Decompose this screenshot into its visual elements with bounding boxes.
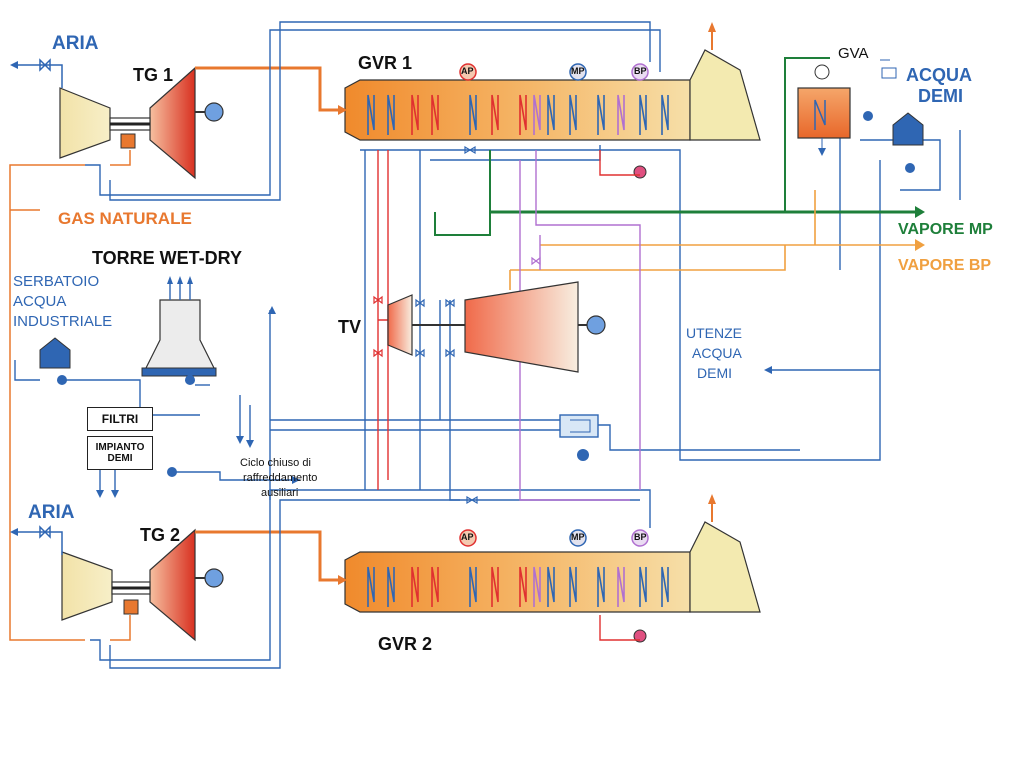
utenze-label-line3: DEMI <box>697 365 732 381</box>
impianto-label-line1: IMPIANTO <box>95 442 145 453</box>
utenze-label-line1: UTENZE <box>686 325 742 341</box>
ciclo-label-line1: Ciclo chiuso di <box>240 457 311 469</box>
drums-gvr2 <box>459 529 649 643</box>
torre-wet-dry-label: TORRE WET-DRY <box>92 248 243 268</box>
hrsg-gvr2 <box>344 494 761 613</box>
cooling-tower <box>141 276 217 377</box>
filtri-box: FILTRI <box>87 407 153 431</box>
serbatoio-label-line2: ACQUA <box>13 293 67 310</box>
gas-naturale-label: GAS NATURALE <box>58 209 192 228</box>
acqua-demi-label-line2: DEMI <box>918 86 963 106</box>
vapore-mp-label: VAPORE MP <box>898 221 993 238</box>
hrsg-gvr1 <box>344 22 761 141</box>
tg2-label: TG 2 <box>140 525 181 545</box>
gva-label: GVA <box>838 45 869 62</box>
steam-turbine-tv <box>387 281 606 373</box>
water-network <box>14 21 961 669</box>
aria-bottom-label: ARIA <box>28 502 75 523</box>
impianto-demi-box: IMPIANTO DEMI <box>87 436 153 470</box>
serbatoio-label-line3: INDUSTRIALE <box>13 313 113 330</box>
pump-ap-gvr2-label: AP <box>461 532 474 542</box>
gas-turbine-tg2 <box>61 528 224 642</box>
bp-steam-lines <box>509 190 920 290</box>
pump-bp-gvr2-label: BP <box>634 532 647 542</box>
tank-serbatoio <box>39 337 71 385</box>
acqua-demi-label-line1: ACQUA <box>906 65 972 85</box>
valves <box>415 145 478 505</box>
pump-mp-gvr2-label: MP <box>571 532 585 542</box>
ciclo-label-line3: ausiliari <box>261 487 299 499</box>
utenze-label-line2: ACQUA <box>692 345 742 361</box>
tg1-label: TG 1 <box>133 65 174 85</box>
generator-tv-icon <box>586 315 606 335</box>
gvr1-label: GVR 1 <box>358 53 413 73</box>
tank-acqua-demi <box>892 112 924 173</box>
filtri-label: FILTRI <box>101 412 139 426</box>
drums-gvr1 <box>459 63 649 179</box>
generator-tg2-icon <box>204 568 224 588</box>
gas-turbine-tg1 <box>59 66 224 180</box>
serbatoio-label-line1: SERBATOIO <box>13 273 100 290</box>
ciclo-label-line2: raffreddamento <box>243 472 318 484</box>
exhaust-lines <box>195 66 340 582</box>
gvr2-label: GVR 2 <box>378 634 433 654</box>
gas-line <box>9 150 131 641</box>
aria-top-label: ARIA <box>52 33 99 54</box>
generator-tg1-icon <box>204 102 224 122</box>
pump-mp-gvr1-label: MP <box>571 66 585 76</box>
pump-ap-gvr1-label: AP <box>461 66 474 76</box>
gva-unit <box>797 59 897 156</box>
condenser <box>559 414 599 461</box>
air-lines <box>15 64 63 555</box>
small-pumps <box>167 375 195 477</box>
tv-label: TV <box>338 317 362 337</box>
impianto-label-line2: DEMI <box>107 453 133 464</box>
vapore-bp-label: VAPORE BP <box>898 257 992 274</box>
pump-bp-gvr1-label: BP <box>634 66 647 76</box>
